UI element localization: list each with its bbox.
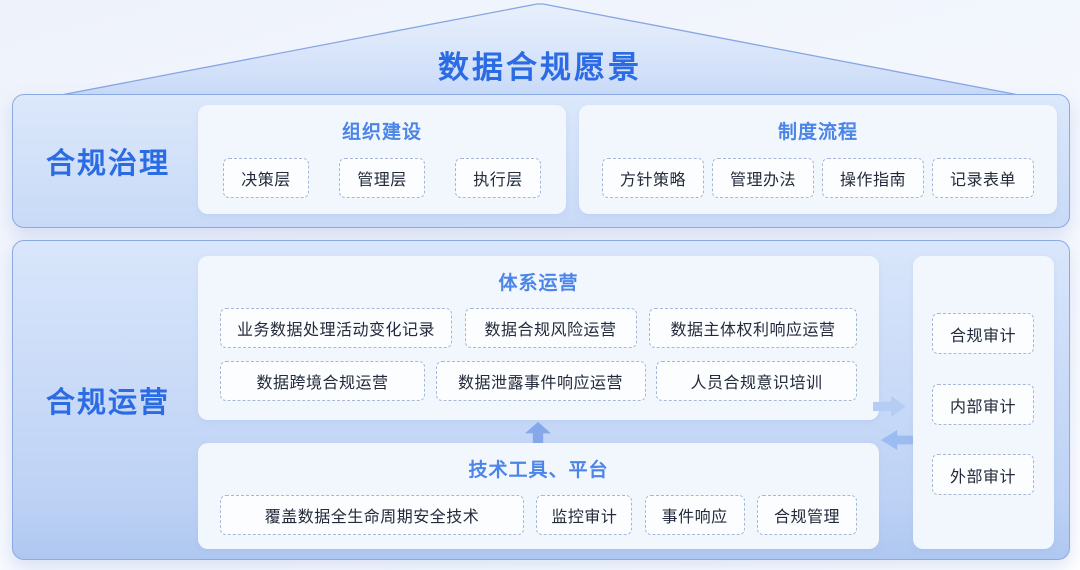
organization-items: 决策层 管理层 执行层 [198, 158, 566, 198]
system-operation-title: 体系运营 [498, 273, 579, 294]
item-box: 合规审计 [932, 313, 1034, 354]
card-audit: 合规审计 内部审计 外部审计 [913, 256, 1054, 549]
item-box: 人员合规意识培训 [656, 361, 857, 401]
item-box: 数据主体权利响应运营 [649, 308, 857, 348]
item-box: 业务数据处理活动变化记录 [220, 308, 452, 348]
item-box: 执行层 [455, 158, 541, 198]
left-arrow-icon [881, 430, 917, 450]
system-operation-row1: 业务数据处理活动变化记录 数据合规风险运营 数据主体权利响应运营 [198, 308, 879, 348]
organization-title: 组织建设 [341, 122, 422, 143]
section-governance: 合规治理 组织建设 决策层 管理层 执行层 制度流程 方针策略 管理办法 操作指… [12, 94, 1070, 228]
item-box: 方针策略 [602, 158, 704, 198]
policy-items: 方针策略 管理办法 操作指南 记录表单 [579, 158, 1057, 198]
governance-label: 合规治理 [45, 148, 170, 180]
item-box: 数据合规风险运营 [464, 308, 637, 348]
item-box: 内部审计 [932, 384, 1034, 425]
item-box: 覆盖数据全生命周期安全技术 [220, 495, 524, 535]
card-tech-tools: 技术工具、平台 覆盖数据全生命周期安全技术 监控审计 事件响应 合规管理 [198, 443, 879, 549]
item-box: 监控审计 [536, 495, 633, 535]
item-box: 决策层 [223, 158, 309, 198]
item-box: 操作指南 [822, 158, 924, 198]
operations-label: 合规运营 [45, 387, 170, 419]
section-operations: 合规运营 体系运营 业务数据处理活动变化记录 数据合规风险运营 数据主体权利响应… [12, 240, 1070, 560]
item-box: 数据跨境合规运营 [220, 361, 425, 401]
item-box: 记录表单 [932, 158, 1034, 198]
system-operation-row2: 数据跨境合规运营 数据泄露事件响应运营 人员合规意识培训 [198, 361, 879, 401]
policy-title: 制度流程 [777, 122, 858, 143]
item-box: 管理层 [339, 158, 425, 198]
tech-tools-title: 技术工具、平台 [468, 460, 609, 481]
card-system-operation: 体系运营 业务数据处理活动变化记录 数据合规风险运营 数据主体权利响应运营 数据… [198, 256, 879, 420]
item-box: 合规管理 [756, 495, 857, 535]
item-box: 数据泄露事件响应运营 [435, 361, 646, 401]
item-box: 外部审计 [932, 454, 1034, 495]
tech-tools-items: 覆盖数据全生命周期安全技术 监控审计 事件响应 合规管理 [198, 495, 879, 535]
card-organization: 组织建设 决策层 管理层 执行层 [198, 105, 566, 214]
page-title: 数据合规愿景 [438, 50, 642, 85]
item-box: 事件响应 [644, 495, 745, 535]
card-policy-process: 制度流程 方针策略 管理办法 操作指南 记录表单 [579, 105, 1057, 214]
item-box: 管理办法 [712, 158, 814, 198]
